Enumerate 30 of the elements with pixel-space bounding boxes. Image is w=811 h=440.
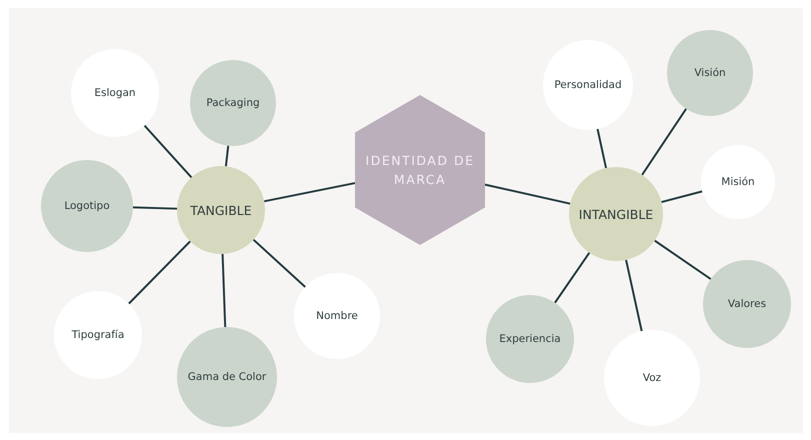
node-label: Logotipo bbox=[63, 200, 111, 212]
node-label: INTANGIBLE bbox=[578, 206, 654, 222]
node-label: Experiencia bbox=[498, 332, 562, 346]
connector-line bbox=[554, 252, 590, 304]
connector-line bbox=[252, 238, 306, 288]
connector-line bbox=[596, 128, 607, 168]
node-label: IDENTIDAD DE MARCA bbox=[364, 152, 476, 189]
connector-line bbox=[144, 124, 192, 178]
node-label: Eslogan bbox=[93, 86, 137, 100]
node-label: Misión bbox=[720, 176, 756, 188]
connector-line bbox=[625, 260, 643, 332]
node-label: Gama de Color bbox=[186, 370, 268, 384]
node-label: Tipografía bbox=[70, 328, 126, 342]
connector-line bbox=[641, 108, 687, 176]
connector-line bbox=[132, 206, 178, 210]
connector-line bbox=[264, 182, 356, 202]
node-label: Visión bbox=[693, 66, 727, 80]
node-label: Valores bbox=[726, 298, 768, 310]
node-label: Voz bbox=[642, 372, 662, 384]
connector-line bbox=[224, 146, 230, 166]
node-label: Packaging bbox=[205, 96, 261, 110]
node-label: TANGIBLE bbox=[189, 202, 253, 218]
node-label: Nombre bbox=[315, 310, 359, 322]
connector-line bbox=[661, 190, 702, 204]
node-label: Personalidad bbox=[553, 78, 623, 92]
connector-line bbox=[222, 254, 226, 328]
connector-line bbox=[654, 240, 712, 280]
connector-line bbox=[484, 184, 570, 205]
hexagon-node bbox=[355, 95, 485, 245]
connector-line bbox=[128, 240, 191, 304]
